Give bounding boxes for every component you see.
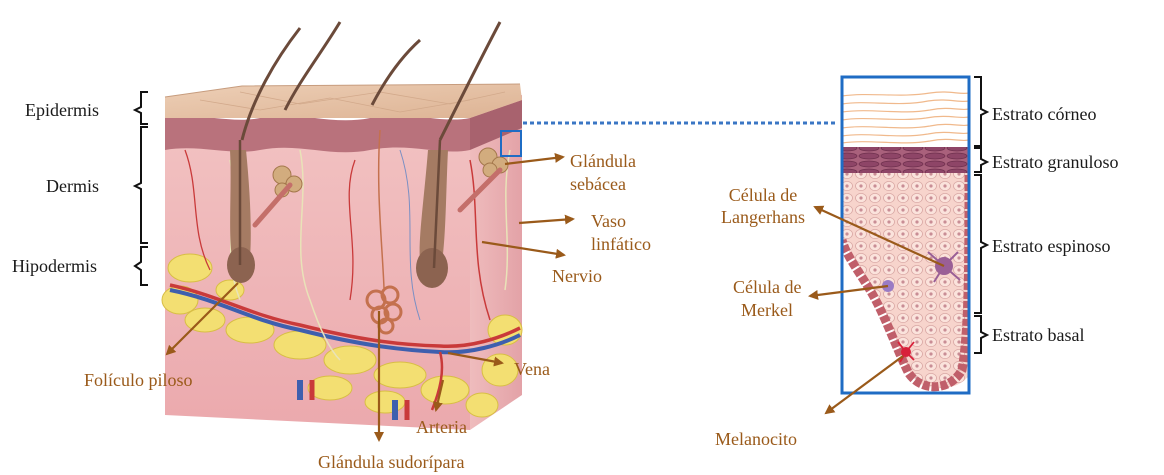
skin-block — [162, 22, 522, 430]
epidermis-band — [165, 115, 470, 152]
label-stratum-basale: Estrato basal — [992, 324, 1084, 346]
layer-brackets-left — [135, 92, 148, 285]
label-lymph-vessel-line1: Vaso — [591, 210, 626, 232]
label-merkel-line1: Célula de — [733, 276, 801, 298]
zoom-panel — [842, 77, 969, 388]
label-melanocyte: Melanocito — [715, 428, 797, 450]
label-nerve: Nervio — [552, 265, 602, 287]
label-stratum-corneum: Estrato córneo — [992, 103, 1096, 125]
label-vein: Vena — [514, 358, 550, 380]
label-sweat-gland: Glándula sudorípara — [318, 451, 464, 473]
label-merkel-line2: Merkel — [741, 299, 793, 321]
label-sebaceous-gland-line2: sebácea — [570, 173, 626, 195]
label-langerhans-line2: Langerhans — [703, 206, 823, 228]
label-hair-follicle: Folículo piloso — [84, 369, 193, 391]
label-stratum-granulosum: Estrato granuloso — [992, 151, 1118, 173]
label-sebaceous-gland-line1: Glándula — [570, 150, 636, 172]
label-stratum-spinosum: Estrato espinoso — [992, 235, 1111, 257]
label-langerhans-line1: Célula de — [708, 184, 818, 206]
strata-brackets-right — [974, 77, 987, 353]
label-epidermis: Epidermis — [25, 99, 99, 121]
label-dermis: Dermis — [46, 175, 99, 197]
label-hypodermis: Hipodermis — [12, 255, 97, 277]
label-artery: Arteria — [416, 416, 467, 438]
label-lymph-vessel-line2: linfático — [591, 233, 651, 255]
